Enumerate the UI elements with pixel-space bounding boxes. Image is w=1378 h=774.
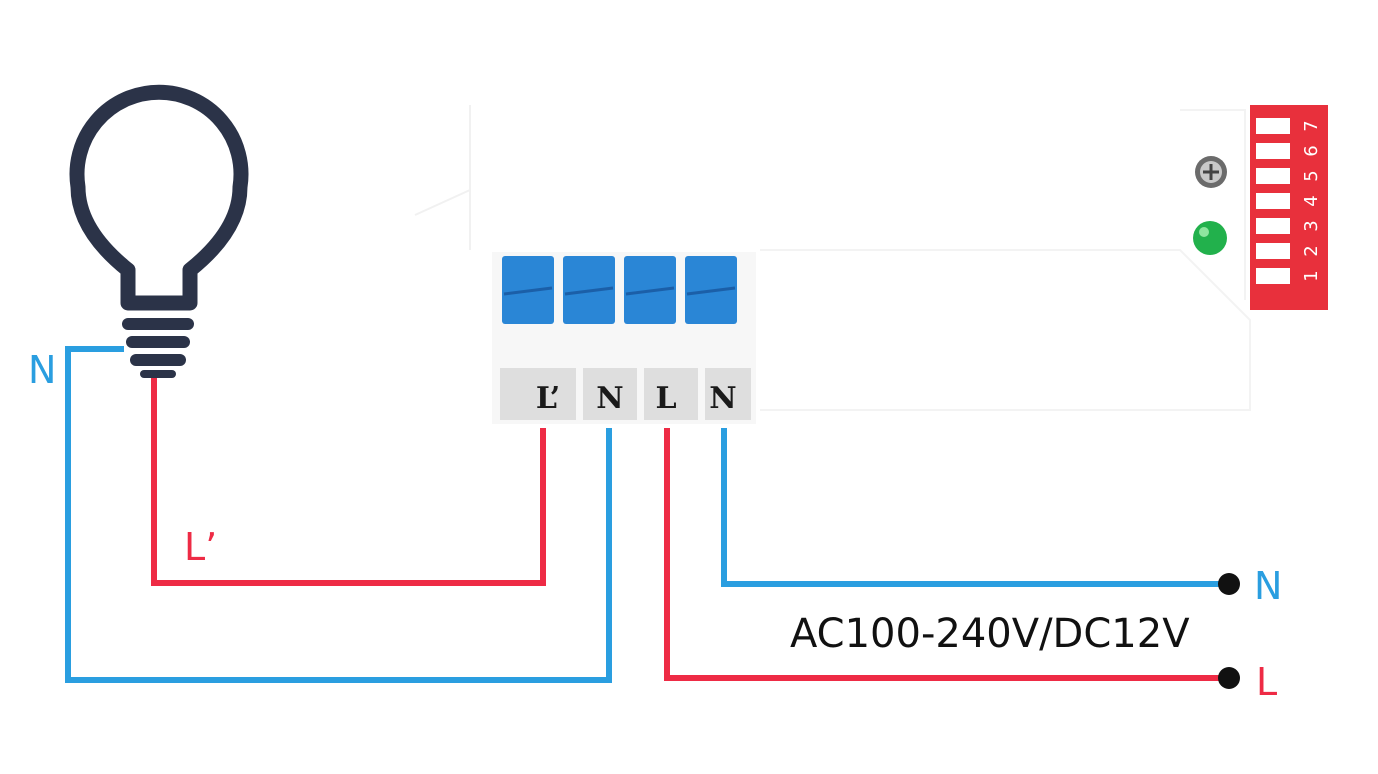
live-wire-lamp	[151, 378, 546, 586]
terminal-block: L’ N L N	[492, 252, 756, 424]
dip-number: 1	[1301, 270, 1322, 281]
terminal-label-l: L	[655, 381, 676, 416]
supply-live-label: L	[1256, 660, 1277, 704]
neutral-wire-supply	[721, 428, 1228, 587]
supply-voltage-label: AC100-240V/DC12V	[790, 611, 1190, 657]
dip-number: 3	[1301, 220, 1322, 231]
light-bulb-icon	[69, 84, 249, 378]
led-indicator	[1193, 221, 1227, 255]
terminal-label-n: N	[709, 381, 736, 416]
dip-switch: 7 6 5 4 3 2 1	[1250, 105, 1328, 310]
terminal-label-l-prime: L’	[536, 381, 560, 416]
terminal-label-n: N	[596, 381, 623, 416]
live-wire-supply	[664, 428, 1228, 681]
screw-icon	[1195, 156, 1227, 188]
dip-number: 7	[1301, 120, 1322, 131]
dip-number: 2	[1301, 245, 1322, 256]
lamp-live-label: L’	[184, 525, 217, 569]
module-housing	[414, 105, 1251, 411]
supply-neutral-label: N	[1254, 564, 1282, 608]
neutral-wire-lamp	[65, 346, 612, 683]
dip-number: 6	[1301, 145, 1322, 156]
dip-number: 5	[1301, 170, 1322, 181]
supply-neutral-terminal-dot	[1218, 573, 1240, 595]
dip-number: 4	[1301, 195, 1322, 206]
supply-live-terminal-dot	[1218, 667, 1240, 689]
lamp-neutral-label: N	[28, 348, 56, 392]
